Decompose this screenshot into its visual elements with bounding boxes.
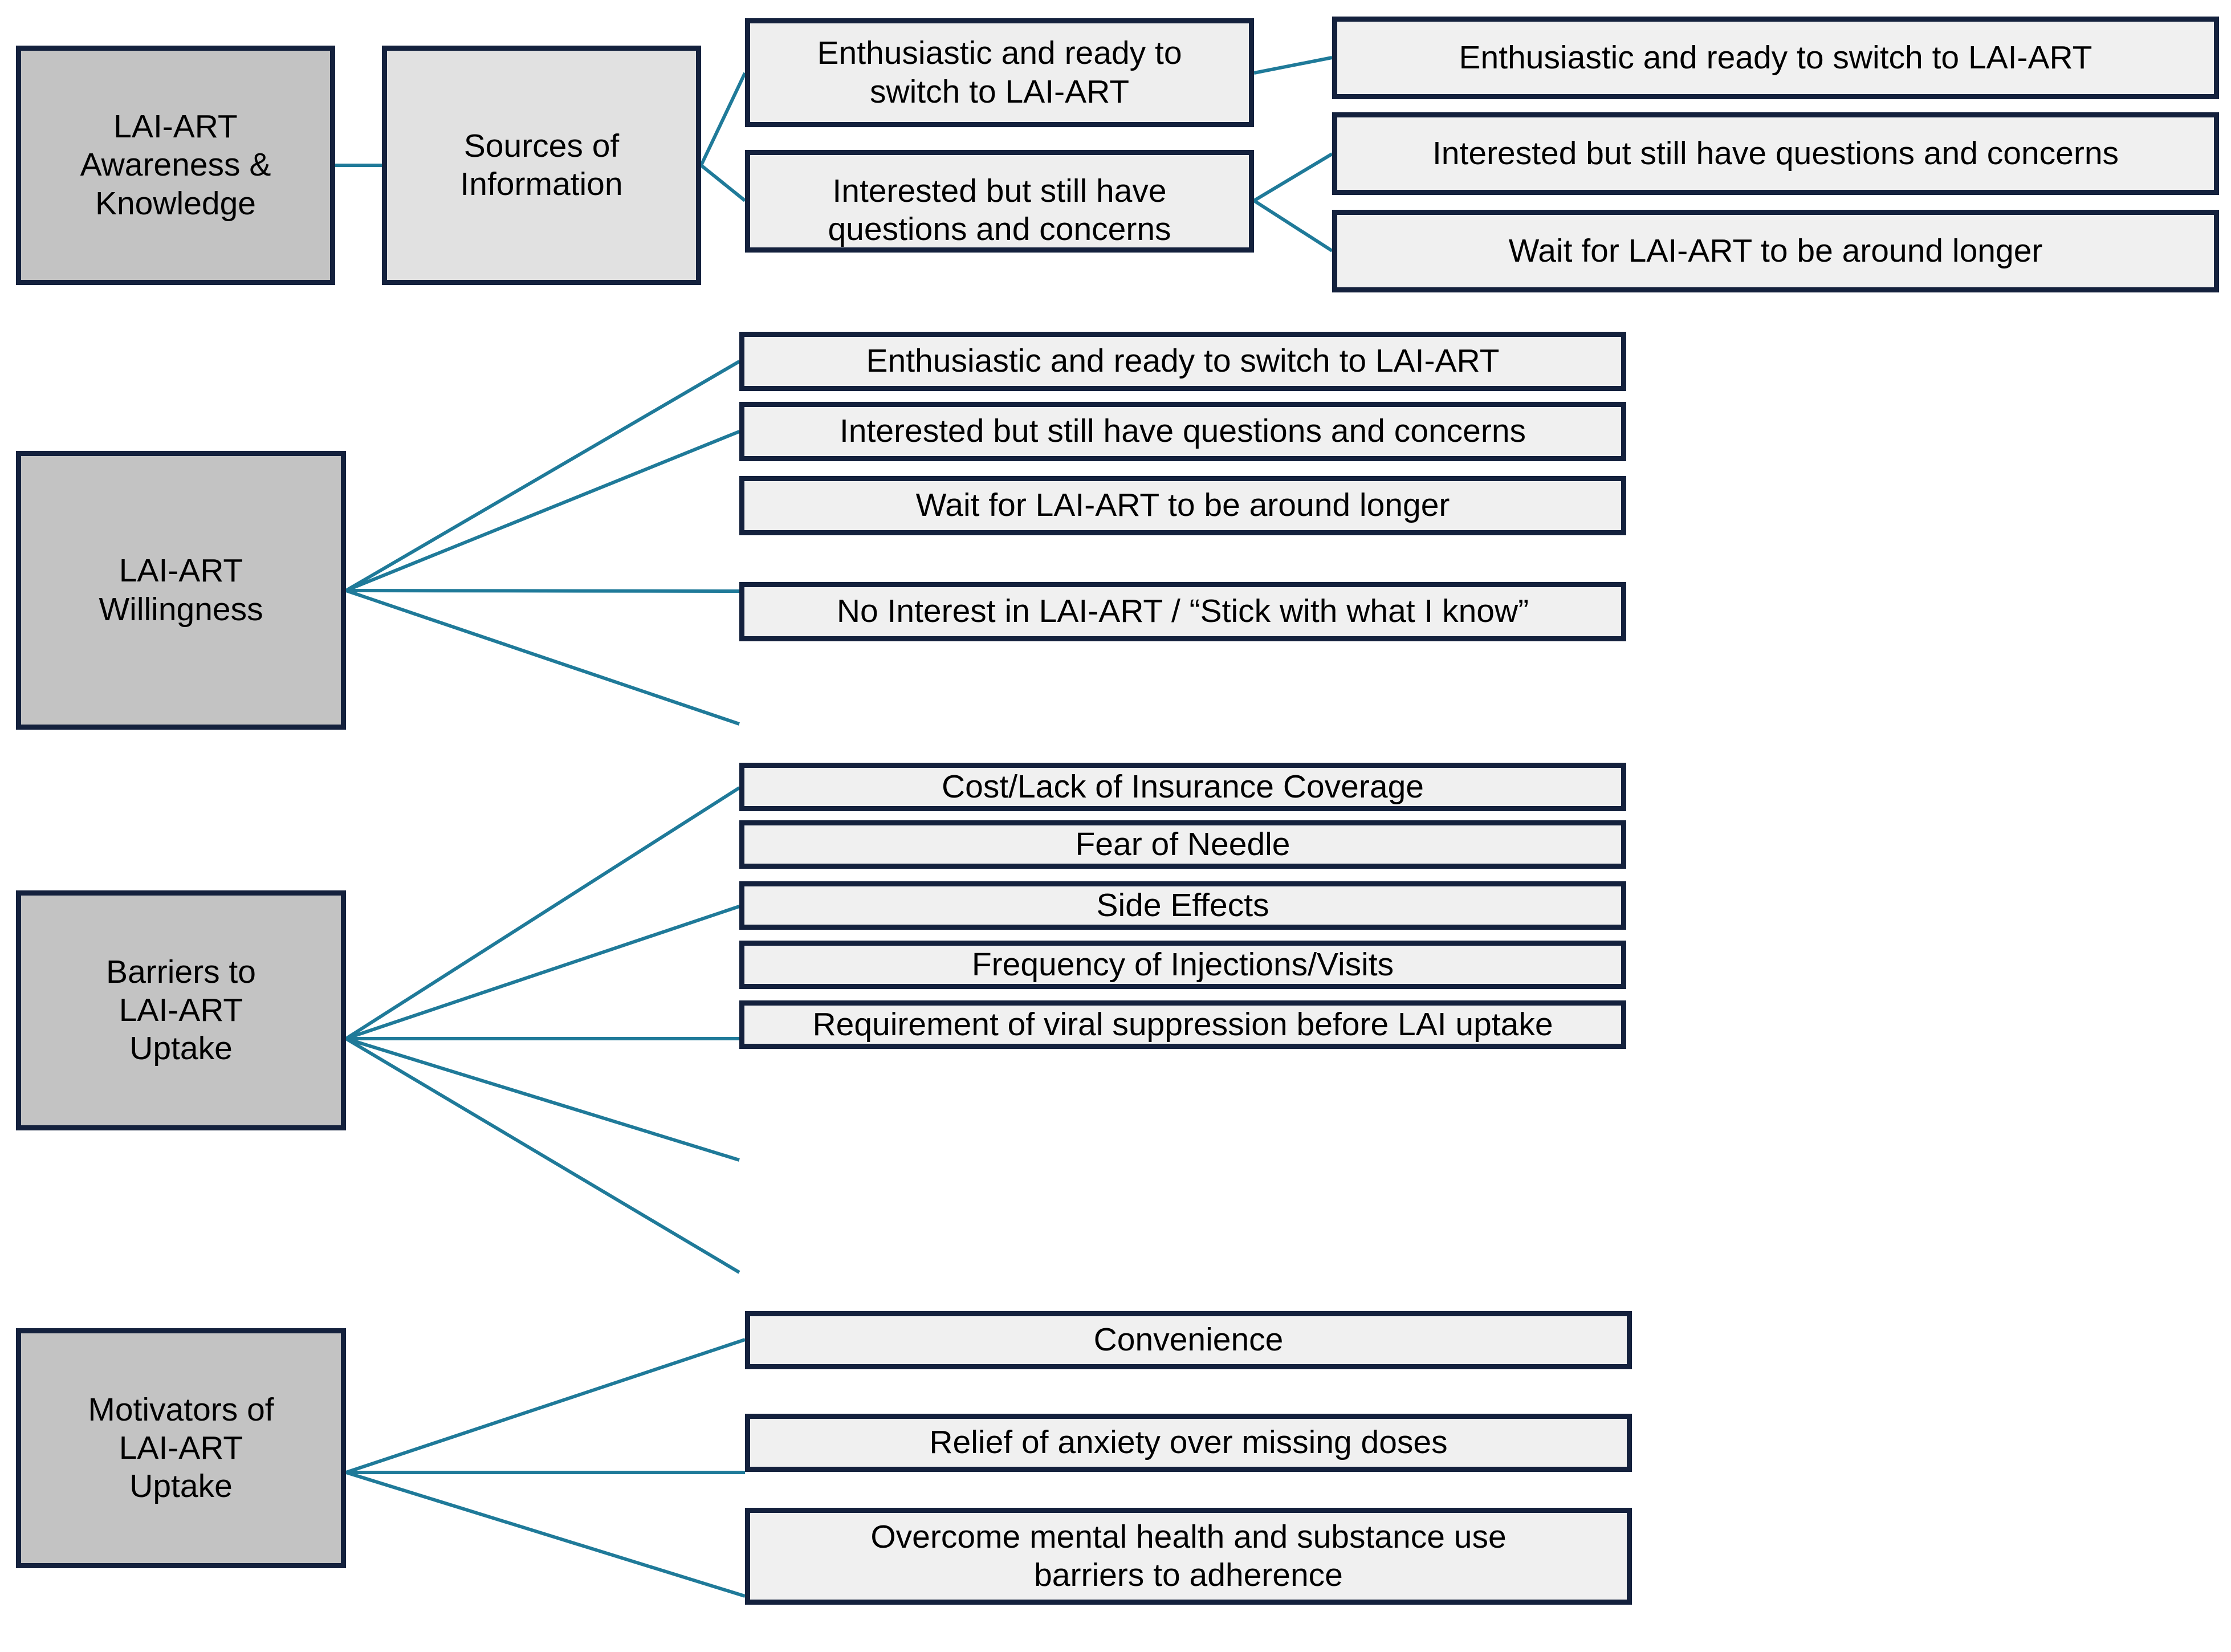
edge-willingness-1 — [345, 360, 740, 592]
category-barriers-to-uptake[interactable]: Barriers to LAI-ART Uptake — [16, 890, 346, 1130]
node-barriers-child-2[interactable]: Fear of Needle — [739, 820, 1626, 869]
node-willingness-child-2-label: Interested but still have questions and … — [839, 413, 1526, 450]
node-sources-of-information-label: Sources of Information — [460, 127, 623, 202]
node-barriers-child-3[interactable]: Side Effects — [739, 881, 1626, 930]
category-barriers-to-uptake-label: Barriers to LAI-ART Uptake — [106, 953, 256, 1067]
category-lai-art-willingness-label: LAI-ART Willingness — [99, 552, 263, 628]
node-sources-of-information[interactable]: Sources of Information — [382, 46, 701, 285]
node-barriers-child-5[interactable]: Requirement of viral suppression before … — [739, 1000, 1626, 1049]
node-willingness-child-2[interactable]: Interested but still have questions and … — [739, 402, 1626, 461]
node-awareness-leaf-1-label: Enthusiastic and ready to switch to LAI-… — [1459, 39, 2092, 76]
edge-willingness-4 — [345, 589, 740, 726]
edge-sources-to-child-1 — [699, 72, 747, 166]
node-barriers-child-4[interactable]: Frequency of Injections/Visits — [739, 941, 1626, 989]
category-awareness-knowledge[interactable]: LAI-ART Awareness & Knowledge — [16, 46, 335, 285]
edge-barriers-1 — [345, 786, 740, 1040]
node-willingness-child-1[interactable]: Enthusiastic and ready to switch to LAI-… — [739, 332, 1626, 391]
node-barriers-child-2-label: Fear of Needle — [1075, 825, 1290, 862]
node-willingness-child-3-label: Wait for LAI-ART to be around longer — [915, 487, 1450, 524]
node-awareness-leaf-3-label: Wait for LAI-ART to be around longer — [1508, 232, 2043, 269]
category-motivators-of-uptake[interactable]: Motivators of LAI-ART Uptake — [16, 1328, 346, 1568]
node-awareness-leaf-2[interactable]: Interested but still have questions and … — [1332, 112, 2219, 195]
node-barriers-child-1[interactable]: Cost/Lack of Insurance Coverage — [739, 763, 1626, 811]
node-motivators-child-2[interactable]: Relief of anxiety over missing doses — [745, 1414, 1632, 1472]
node-willingness-child-4-label: No Interest in LAI-ART / “Stick with wha… — [836, 593, 1529, 630]
node-barriers-child-3-label: Side Effects — [1096, 886, 1269, 923]
node-barriers-child-5-label: Requirement of viral suppression before … — [812, 1006, 1553, 1043]
node-barriers-child-4-label: Frequency of Injections/Visits — [971, 946, 1394, 983]
edge-sources-to-child-2 — [700, 164, 746, 202]
node-willingness-child-4[interactable]: No Interest in LAI-ART / “Stick with wha… — [739, 582, 1626, 641]
node-awareness-leaf-2-label: Interested but still have questions and … — [1432, 135, 2119, 172]
node-motivators-child-1-label: Convenience — [1093, 1321, 1284, 1358]
node-awareness-leaf-1[interactable]: Enthusiastic and ready to switch to LAI-… — [1332, 17, 2219, 99]
category-awareness-knowledge-label: LAI-ART Awareness & Knowledge — [80, 108, 271, 222]
edge-willingness-2 — [345, 430, 740, 592]
node-motivators-child-3-label: Overcome mental health and substance use… — [870, 1518, 1507, 1593]
node-motivators-child-1[interactable]: Convenience — [745, 1311, 1632, 1369]
node-motivators-child-3[interactable]: Overcome mental health and substance use… — [745, 1508, 1632, 1605]
edge-motivators-3 — [345, 1471, 746, 1598]
category-motivators-of-uptake-label: Motivators of LAI-ART Uptake — [88, 1391, 274, 1505]
edge-barriers-4 — [345, 1037, 740, 1162]
node-motivators-child-2-label: Relief of anxiety over missing doses — [929, 1424, 1448, 1461]
node-willingness-child-1-label: Enthusiastic and ready to switch to LAI-… — [866, 343, 1500, 380]
node-awareness-child-interested[interactable]: Interested but still have questions and … — [745, 150, 1254, 253]
node-awareness-child-interested-label: Interested but still have questions and … — [828, 172, 1171, 247]
node-barriers-child-1-label: Cost/Lack of Insurance Coverage — [942, 768, 1424, 805]
edge-barriers-5 — [345, 1037, 740, 1274]
edge-child1-to-leaf-1 — [1253, 56, 1333, 75]
node-awareness-child-enthusiastic[interactable]: Enthusiastic and ready to switch to LAI-… — [745, 18, 1254, 127]
edge-barriers-2 — [345, 905, 740, 1040]
edge-child2-to-leaf-3 — [1253, 199, 1333, 253]
node-willingness-child-3[interactable]: Wait for LAI-ART to be around longer — [739, 476, 1626, 535]
edge-motivators-1 — [345, 1338, 746, 1474]
category-lai-art-willingness[interactable]: LAI-ART Willingness — [16, 451, 346, 730]
node-awareness-leaf-3[interactable]: Wait for LAI-ART to be around longer — [1332, 210, 2219, 292]
edge-child2-to-leaf-2 — [1253, 152, 1333, 202]
node-awareness-child-enthusiastic-label: Enthusiastic and ready to switch to LAI-… — [817, 35, 1182, 110]
